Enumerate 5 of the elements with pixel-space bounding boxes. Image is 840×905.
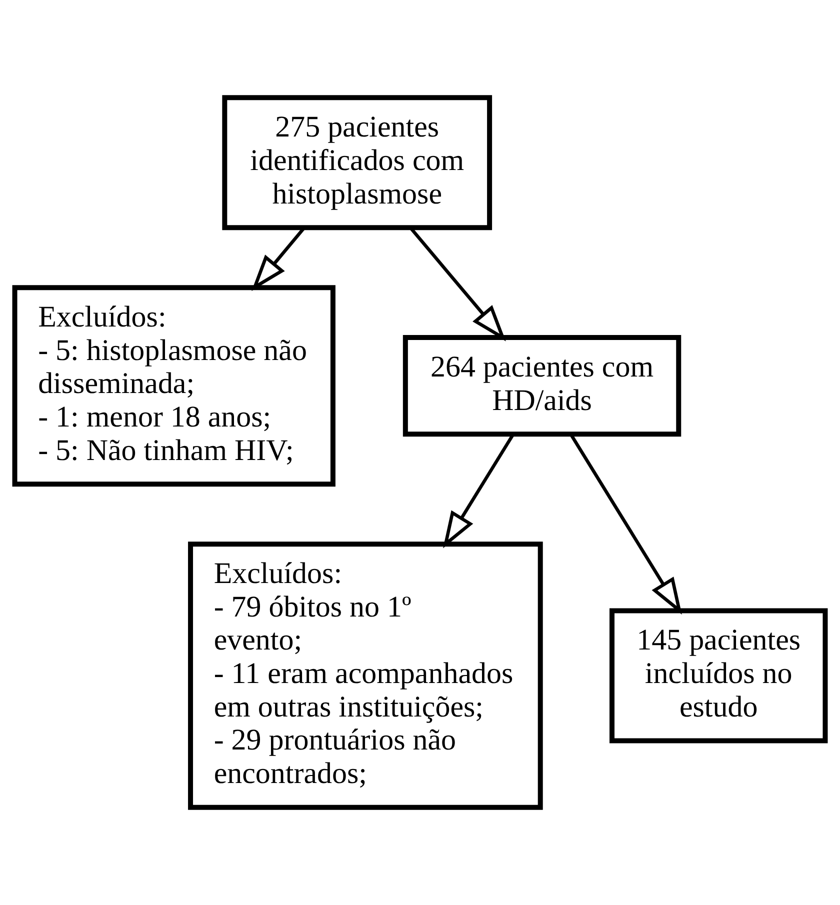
node-box: 275 pacientes identificados com histoplasmose [222, 95, 492, 230]
node-box: 264 pacientes com HD/aids [402, 335, 682, 437]
node-box: Excluídos: - 5: histoplasmose não disseminada; - 1: menor 18 anos; - 5: Não tinham HIV; [12, 285, 336, 487]
node-box: 145 pacientes incluídos no estudo [610, 608, 828, 744]
node-box: Excluídos: - 79 óbitos no 1º evento; - 11 eram acompanhados em outras instituições; - 29 prontuários não encontrados; [188, 542, 543, 810]
